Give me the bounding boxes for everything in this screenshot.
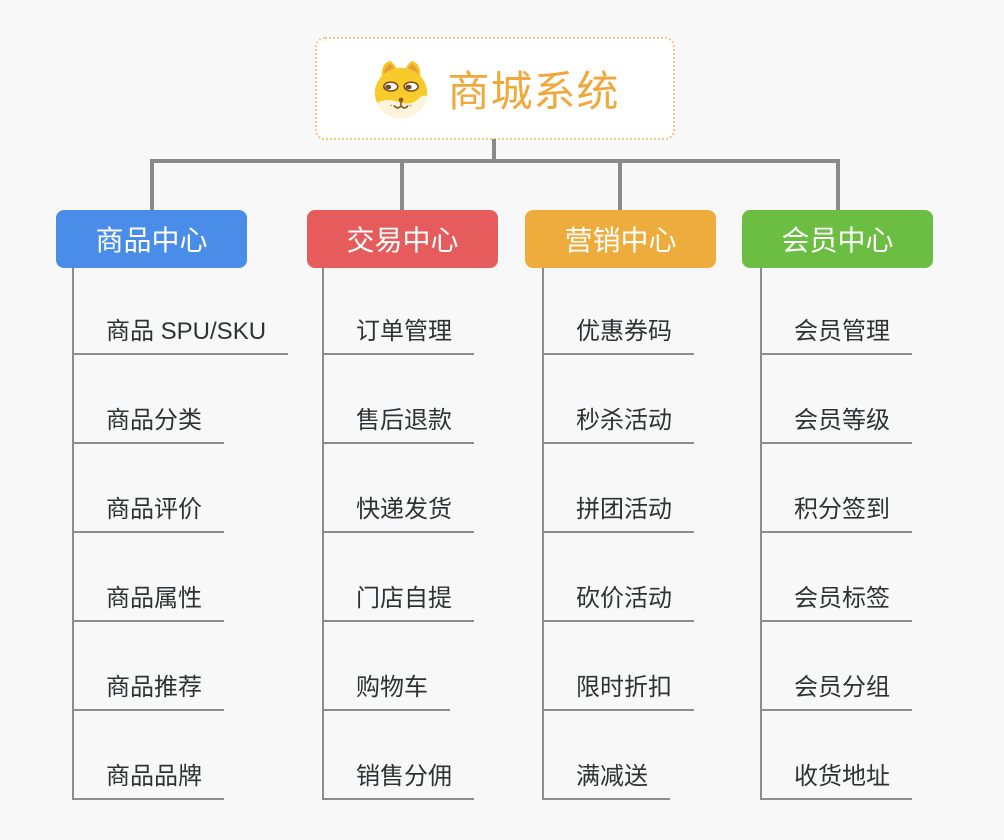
leaf-node[interactable]: 拼团活动	[542, 493, 694, 533]
branch-trunk-line	[542, 268, 544, 800]
branch-label: 交易中心	[346, 225, 459, 256]
leaf-node[interactable]: 秒杀活动	[542, 404, 694, 444]
leaf-node[interactable]: 商品分类	[72, 404, 224, 444]
connector-drop-product	[150, 163, 154, 210]
leaf-node[interactable]: 砍价活动	[542, 582, 694, 622]
branch-trunk-line	[72, 268, 74, 800]
branch-label: 营销中心	[564, 225, 677, 256]
root-title: 商城系统	[447, 68, 620, 115]
leaf-node[interactable]: 销售分佣	[322, 760, 474, 800]
leaf-node[interactable]: 会员管理	[760, 315, 912, 355]
connector-root-drop	[492, 139, 496, 161]
root-node[interactable]: 商城系统	[315, 37, 675, 140]
dog-face-icon	[370, 58, 432, 120]
branch-marketing-center[interactable]: 营销中心	[525, 210, 716, 268]
leaf-node[interactable]: 会员等级	[760, 404, 912, 444]
leaf-node[interactable]: 商品推荐	[72, 671, 224, 711]
branch-trunk-line	[322, 268, 324, 800]
leaf-node[interactable]: 商品属性	[72, 582, 224, 622]
branch-product-center[interactable]: 商品中心	[56, 210, 247, 268]
connector-horizontal-line	[150, 159, 840, 163]
branch-label: 会员中心	[781, 225, 894, 256]
leaf-node[interactable]: 限时折扣	[542, 671, 694, 711]
connector-drop-member	[836, 163, 840, 210]
leaf-node[interactable]: 商品 SPU/SKU	[72, 315, 289, 355]
leaf-node[interactable]: 会员标签	[760, 582, 912, 622]
leaf-node[interactable]: 商品品牌	[72, 760, 224, 800]
branch-trunk-line	[760, 268, 762, 800]
leaf-node[interactable]: 优惠券码	[542, 315, 694, 355]
branch-trade-center[interactable]: 交易中心	[307, 210, 498, 268]
leaf-node[interactable]: 会员分组	[760, 671, 912, 711]
branch-member-center[interactable]: 会员中心	[742, 210, 933, 268]
leaf-node[interactable]: 购物车	[322, 671, 450, 711]
leaf-node[interactable]: 订单管理	[322, 315, 474, 355]
leaf-node[interactable]: 快递发货	[322, 493, 474, 533]
leaf-node[interactable]: 收货地址	[760, 760, 912, 800]
leaf-node[interactable]: 商品评价	[72, 493, 224, 533]
connector-drop-trade	[400, 163, 404, 210]
leaf-node[interactable]: 满减送	[542, 760, 670, 800]
leaf-node[interactable]: 门店自提	[322, 582, 474, 622]
connector-drop-marketing	[618, 163, 622, 210]
leaf-node[interactable]: 售后退款	[322, 404, 474, 444]
leaf-node[interactable]: 积分签到	[760, 493, 912, 533]
branch-label: 商品中心	[95, 225, 208, 256]
